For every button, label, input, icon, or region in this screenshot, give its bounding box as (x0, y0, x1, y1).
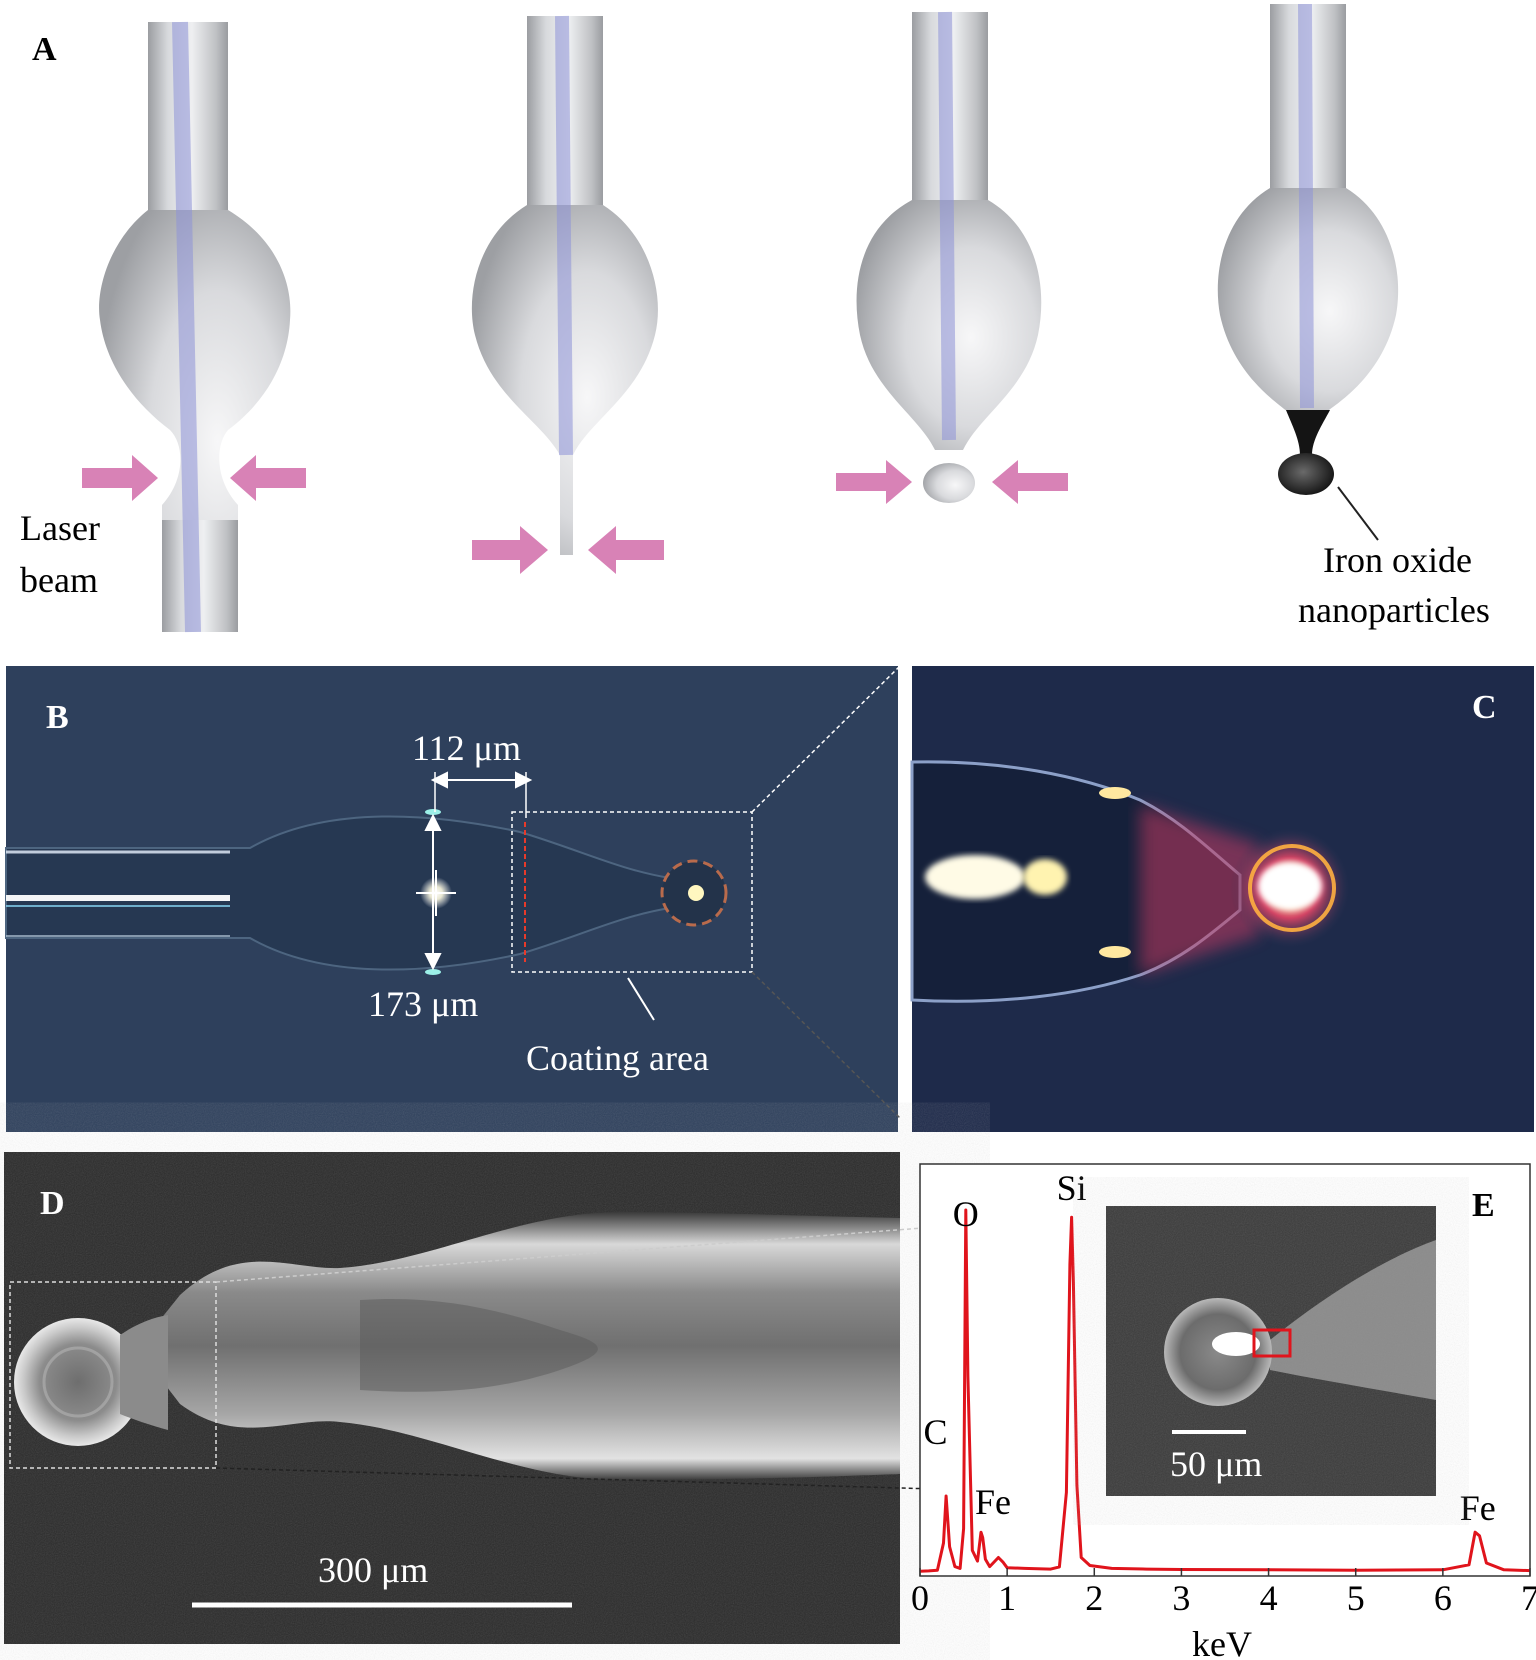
panel-b: B 112 μm 173 μm Coating area (5, 666, 898, 1132)
fiber-stage-1-illustration (99, 21, 291, 633)
peak-label-si: Si (1057, 1168, 1087, 1208)
x-tick-label: 4 (1260, 1578, 1278, 1618)
x-axis-ticks: 0 1 2 3 4 5 6 7 (911, 1568, 1536, 1618)
inset-red-box (1252, 1328, 1292, 1358)
panel-b-letter: B (46, 699, 69, 736)
laser-label-line2: beam (20, 560, 98, 600)
x-tick-label: 7 (1521, 1578, 1536, 1618)
inset-sem-image: 50 μm (1106, 1206, 1436, 1496)
panel-a-letter: A (32, 31, 57, 68)
x-tick-label: 3 (1172, 1578, 1190, 1618)
x-tick-label: 1 (998, 1578, 1016, 1618)
fiber-stage-4-illustration (1217, 3, 1399, 495)
x-tick-label: 0 (911, 1578, 929, 1618)
width-label: 112 μm (412, 728, 521, 768)
iron-label-line1: Iron oxide (1323, 540, 1472, 580)
peak-label-fe: Fe (1460, 1488, 1496, 1528)
scale-label-d: 300 μm (318, 1550, 428, 1590)
eds-spectrum-line (919, 1208, 1531, 1573)
peak-label-c: C (924, 1412, 948, 1452)
laser-arrow-left-2 (472, 526, 548, 574)
peak-label-fe: Fe (975, 1482, 1011, 1522)
fiber-stage-2-illustration (471, 15, 658, 555)
x-tick-label: 6 (1434, 1578, 1452, 1618)
coating-label: Coating area (526, 1038, 709, 1078)
x-axis-label: keV (1192, 1624, 1252, 1660)
laser-label-line1: Laser (20, 508, 100, 548)
laser-arrow-right-2 (588, 526, 664, 574)
coating-area-box (511, 811, 753, 973)
panel-c: C (910, 666, 1534, 1132)
panel-e-letter: E (1472, 1187, 1495, 1224)
inset-scale-label: 50 μm (1170, 1444, 1262, 1484)
laser-arrow-right-1 (230, 455, 306, 501)
peak-label-o: O (953, 1194, 979, 1234)
panel-c-letter: C (1472, 689, 1497, 726)
panel-a: A Laser beam (20, 3, 1490, 633)
x-tick-label: 2 (1085, 1578, 1103, 1618)
fiber-sem-ball (14, 1318, 142, 1446)
laser-arrow-right-3 (992, 460, 1068, 504)
iron-label-line2: nanoparticles (1298, 590, 1490, 630)
laser-arrow-left-1 (82, 455, 158, 501)
panel-d-letter: D (40, 1185, 65, 1222)
fiber-stage-3-illustration (856, 11, 1042, 503)
height-label: 173 μm (368, 984, 478, 1024)
panel-d: D 300 μm (4, 1152, 900, 1644)
x-tick-label: 5 (1347, 1578, 1365, 1618)
laser-arrow-left-3 (836, 460, 912, 504)
